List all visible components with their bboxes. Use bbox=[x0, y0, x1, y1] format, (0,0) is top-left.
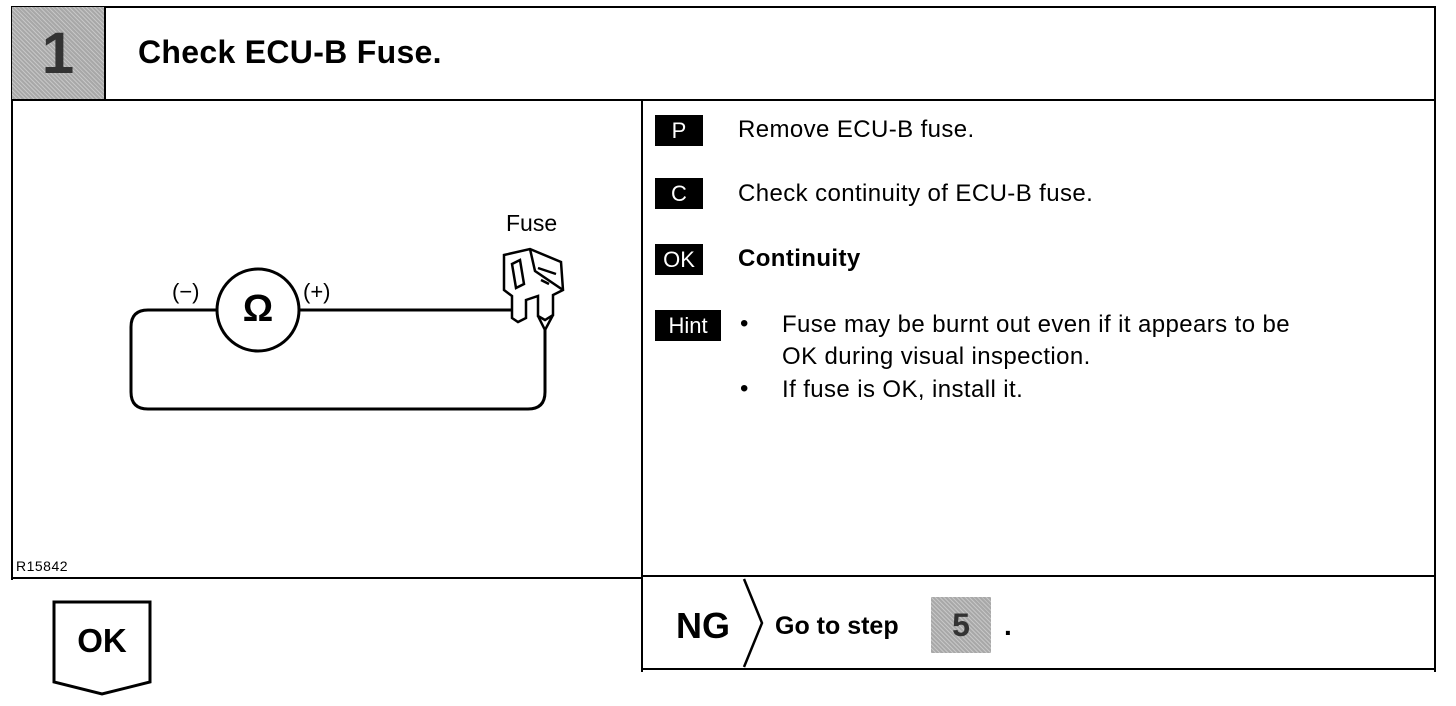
ohmmeter-icon bbox=[215, 267, 301, 353]
hint-item-1-line-2: OK during visual inspection. bbox=[782, 343, 1091, 370]
step-number-box: 1 bbox=[12, 7, 104, 99]
hint-item-2: If fuse is OK, install it. bbox=[782, 376, 1024, 403]
header-divider bbox=[11, 99, 1436, 101]
frame-top bbox=[12, 6, 1436, 8]
column-divider bbox=[641, 99, 643, 672]
page-title: Check ECU-B Fuse. bbox=[138, 34, 442, 70]
ng-go-to-step-text: Go to step bbox=[775, 612, 899, 640]
ng-step-number: 5 bbox=[952, 606, 970, 643]
hint-item-1-line-1: Fuse may be burnt out even if it appears… bbox=[782, 311, 1291, 338]
negative-terminal-label: (−) bbox=[172, 279, 200, 304]
ohm-symbol: Ω bbox=[242, 288, 274, 330]
frame-left bbox=[11, 6, 13, 580]
step-box-right-border bbox=[104, 6, 106, 101]
step-number: 1 bbox=[41, 20, 75, 86]
hint-bullet-1: • bbox=[740, 310, 749, 337]
hint-tag: Hint bbox=[655, 310, 721, 341]
figure-id: R15842 bbox=[16, 558, 69, 574]
diagram-bottom-border bbox=[11, 577, 643, 579]
procedure-text-remove: Remove ECU-B fuse. bbox=[738, 116, 975, 143]
ok-result-arrow bbox=[52, 600, 152, 696]
ng-label: NG bbox=[676, 605, 730, 646]
procedure-tag-ok: OK bbox=[655, 244, 703, 275]
procedure-text-check: Check continuity of ECU-B fuse. bbox=[738, 180, 1094, 207]
procedure-bottom-border bbox=[641, 575, 1436, 577]
procedure-text-continuity: Continuity bbox=[738, 245, 861, 272]
ng-bottom-border bbox=[641, 668, 1436, 670]
fuse-label: Fuse bbox=[506, 210, 558, 236]
ng-period: . bbox=[1004, 610, 1012, 641]
ng-chevron bbox=[742, 578, 764, 668]
hint-bullet-2: • bbox=[740, 375, 749, 402]
ohmmeter-fuse-diagram bbox=[129, 247, 565, 411]
procedure-tag-p: P bbox=[655, 115, 703, 146]
procedure-tag-c: C bbox=[655, 178, 703, 209]
fuse-icon bbox=[502, 247, 565, 333]
ok-result-label: OK bbox=[77, 622, 127, 659]
circuit-wire bbox=[129, 308, 547, 411]
frame-right bbox=[1434, 6, 1436, 672]
positive-terminal-label: (+) bbox=[303, 279, 331, 304]
ng-step-number-box[interactable]: 5 bbox=[931, 597, 991, 653]
